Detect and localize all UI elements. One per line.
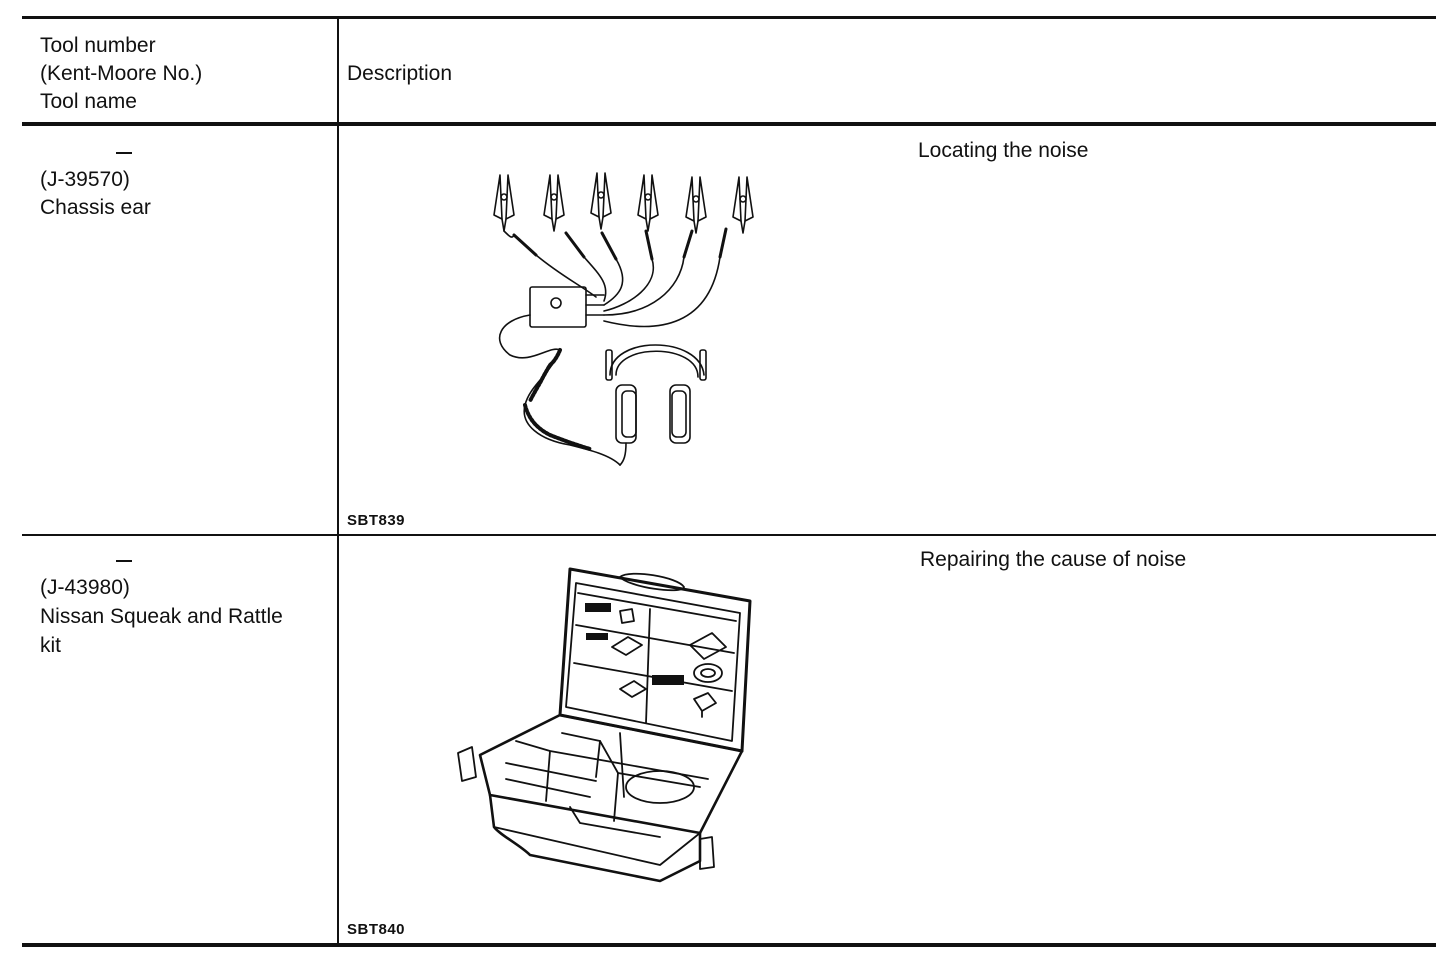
column-divider (337, 16, 339, 947)
alligator-clip-icon (494, 175, 514, 231)
rattle-kit-case-illustration (450, 565, 762, 895)
header-bottom-rule (22, 122, 1436, 126)
row1-figure-code: SBT839 (347, 512, 406, 529)
alligator-clip-icon (686, 177, 706, 233)
control-box (530, 287, 586, 327)
row-divider (22, 534, 1436, 536)
alligator-clip-icon (544, 175, 564, 231)
header-description: Description (347, 62, 453, 85)
row1-description: Locating the noise (918, 139, 1089, 162)
table-bottom-rule (22, 943, 1436, 947)
header-tool-number: Tool number (40, 34, 156, 57)
table-top-rule (22, 16, 1436, 19)
alligator-clip-icon (733, 177, 753, 233)
alligator-clip-icon (638, 175, 658, 231)
row2-tool-name-line2: kit (40, 634, 61, 657)
row2-tool-name-line1: Nissan Squeak and Rattle (40, 605, 283, 628)
row1-kent-moore: (J-39570) (40, 168, 130, 191)
chassis-ear-illustration (470, 165, 780, 480)
row1-tool-number (116, 152, 132, 154)
row1-tool-name: Chassis ear (40, 196, 151, 219)
row2-description: Repairing the cause of noise (920, 548, 1187, 571)
headphones-icon (606, 345, 706, 465)
row2-tool-number (116, 560, 132, 562)
header-tool-name: Tool name (40, 90, 137, 113)
alligator-clip-icon (591, 173, 611, 229)
row2-figure-code: SBT840 (347, 921, 406, 938)
row2-kent-moore: (J-43980) (40, 576, 130, 599)
header-kent-moore: (Kent-Moore No.) (40, 62, 203, 85)
